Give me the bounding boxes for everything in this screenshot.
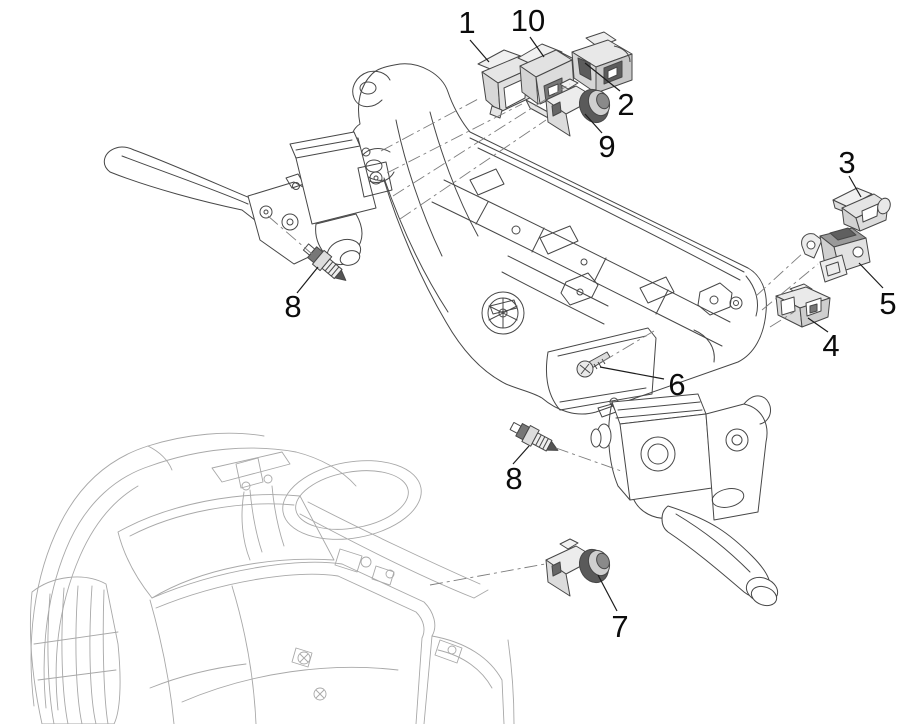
callout-labels: 1 10 2 9 3 5 4 6 8 8 7 xyxy=(284,3,896,644)
callout-10: 10 xyxy=(511,3,545,38)
scooter-front-body-illustration xyxy=(30,432,515,724)
callout-3: 3 xyxy=(838,145,855,180)
part-7-switch-illustration xyxy=(545,538,611,597)
callout-5: 5 xyxy=(879,286,896,321)
part-3-switch-illustration xyxy=(832,187,891,232)
callout-1: 1 xyxy=(458,5,475,40)
callout-8-right: 8 xyxy=(505,461,522,496)
callout-7: 7 xyxy=(611,609,628,644)
assembly-alignment-lines xyxy=(267,83,819,586)
callout-8-left: 8 xyxy=(284,289,301,324)
part-9-switch-illustration xyxy=(545,78,611,137)
part-10-switch-illustration xyxy=(517,43,579,121)
right-brake-lever-illustration xyxy=(590,393,779,607)
handlebar-cover-illustration xyxy=(350,63,767,418)
callout-4: 4 xyxy=(822,328,839,363)
callout-6: 6 xyxy=(668,367,685,402)
callout-2: 2 xyxy=(617,87,634,122)
part-2-switch-illustration xyxy=(571,31,633,94)
callout-leader-lines xyxy=(296,36,884,612)
part-4-switch-illustration xyxy=(775,283,831,328)
callout-9: 9 xyxy=(598,129,615,164)
part-8-right-switch-illustration xyxy=(509,421,559,452)
part-5-switch-illustration xyxy=(801,227,871,283)
part-8-left-switch-illustration xyxy=(302,243,347,281)
left-brake-lever-illustration xyxy=(103,131,393,266)
